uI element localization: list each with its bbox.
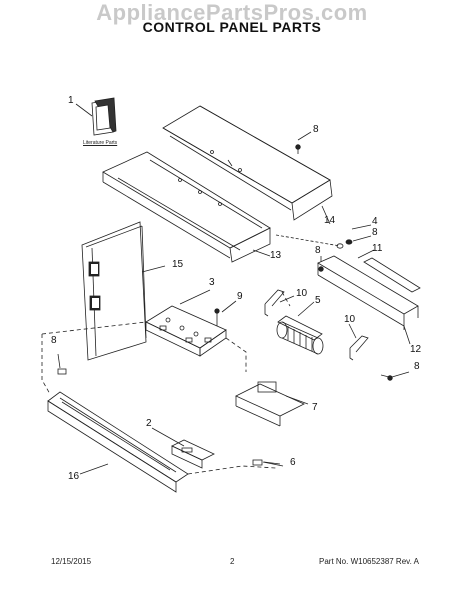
callout-5: 5 [315, 295, 321, 306]
screw-8-left [57, 353, 67, 375]
mount-bracket [235, 381, 305, 427]
screw-8-middle [318, 256, 324, 272]
screw-8-right [380, 371, 410, 381]
callout-14: 14 [324, 215, 336, 226]
screw-8-end [345, 235, 372, 245]
bracket-rail [317, 255, 419, 330]
bracket-10-left [264, 289, 285, 317]
callout-6: 6 [290, 457, 296, 468]
screw-9 [214, 308, 220, 326]
callout-16: 16 [68, 471, 80, 482]
callout-13: 13 [270, 250, 282, 261]
callout-8-middle: 8 [315, 245, 321, 256]
callout-1: 1 [68, 95, 74, 106]
callout-8-end: 8 [372, 227, 378, 238]
callout-9: 9 [237, 291, 243, 302]
page-title: CONTROL PANEL PARTS [142, 19, 322, 35]
side-panel [81, 221, 147, 361]
callout-8-left: 8 [51, 335, 57, 346]
callout-8-right: 8 [414, 361, 420, 372]
footer-date: 12/15/2015 [51, 557, 92, 566]
callout-10-right: 10 [344, 314, 356, 325]
callout-8-top: 8 [313, 124, 319, 135]
callout-12: 12 [410, 344, 422, 355]
literature-label: Literature Parts [83, 140, 118, 146]
callout-10-left: 10 [296, 288, 308, 299]
watermark: AppliancePartsPros.com [96, 0, 368, 25]
callout-15: 15 [172, 259, 184, 270]
callout-3: 3 [209, 277, 215, 288]
callout-4: 4 [372, 216, 378, 227]
control-board [145, 305, 227, 357]
screw-8-top [295, 131, 312, 154]
display-board [171, 439, 215, 469]
gasket-strip [363, 257, 421, 293]
callout-2: 2 [146, 418, 152, 429]
main-panel [102, 151, 271, 263]
top-trim-panel [162, 105, 333, 221]
bracket-10-right [349, 335, 369, 361]
screw-6 [252, 459, 284, 467]
footer-page: 2 [230, 557, 235, 566]
callout-7: 7 [312, 402, 318, 413]
literature-booklet [91, 97, 117, 136]
spacer-4 [336, 224, 372, 249]
footer-part-number: Part No. W10652387 Rev. A [319, 557, 419, 566]
callout-11: 11 [372, 243, 383, 254]
blower-fan [276, 315, 324, 355]
